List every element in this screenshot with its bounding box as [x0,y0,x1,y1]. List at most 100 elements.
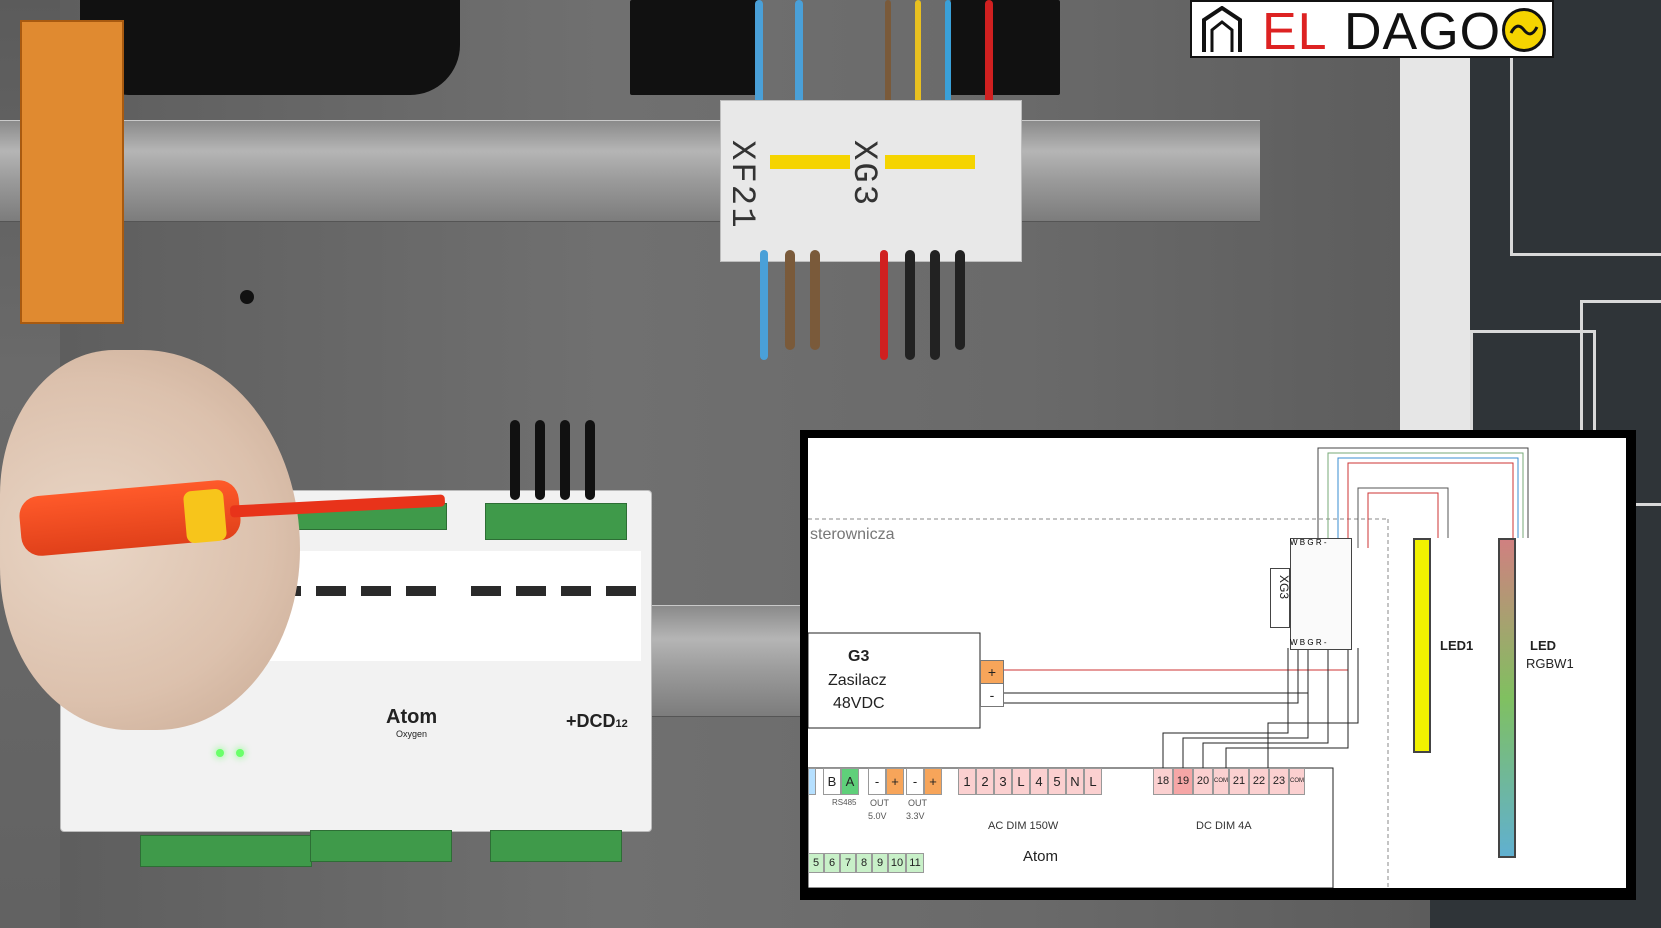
led-rgbw-strip [1498,538,1516,858]
cable-slot [80,0,460,95]
terminal-connector [490,830,622,862]
xg3-bottom-pins: W B G R - [1290,638,1327,647]
wiring-diagram: sterownicza G3 Zasilacz 48VDC + - XG3 W … [800,430,1636,900]
terminal-cell: 21 [1229,768,1249,795]
xg3-label: XG3 [1277,575,1291,600]
terminal-cell: 10 [888,853,906,873]
terminal-connector [140,835,312,867]
xg3-top-pins: W B G R - [1290,538,1327,547]
terminal-cell: 11 [906,853,924,873]
terminal-cell: 4 [1030,768,1048,795]
terminal-label-xg3: XG3 [844,140,882,208]
yellow-bridge [885,155,975,169]
controller-terminals: B A - + - + 1 2 3 L 4 5 N L 18 19 20 COM… [808,768,1626,795]
terminal-label-xf21: XF21 [722,140,760,230]
wire-brown [810,250,820,350]
terminal-connector [485,503,627,540]
vent-slot [316,586,346,596]
mounting-hole [240,290,254,304]
terminal-cell: 7 [840,853,856,873]
atom-label: Atom [1023,848,1059,865]
wire-brown [785,250,795,350]
vent-slot [361,586,391,596]
terminal-cell: N [1066,768,1084,795]
device-name: Atom [386,706,438,728]
eldago-logo: EL DAGO [1190,0,1554,61]
wire-black [560,420,570,500]
zone-label: sterownicza [810,526,895,543]
terminal-cell: L [1084,768,1102,795]
terminal-cell: 22 [1249,768,1269,795]
terminal-cell: + [886,768,904,795]
wire-red [985,0,993,110]
dc-dim-label: DC DIM 4A [1196,820,1252,832]
psu-voltage: 48VDC [833,695,885,712]
out1-label-b: 5.0V [868,811,887,821]
wire-blue [755,0,763,110]
vent-slot [516,586,546,596]
terminal-cell: 8 [856,853,872,873]
xg3-terminal [1290,538,1352,650]
rs485-label: RS485 [832,798,857,807]
terminal-cell: 5 [808,853,824,873]
terminal-cell: - [868,768,886,795]
wire-black [585,420,595,500]
terminal-cell: COM [1213,768,1229,795]
terminal-connector [310,830,452,862]
vent-grille [251,551,641,661]
terminal-cell: - [906,768,924,795]
cable-slot [630,0,760,95]
terminal-block-group [720,100,1022,262]
logo-wave-icon [1502,8,1546,52]
wire-brown [885,0,891,110]
wire-black [510,420,520,500]
wire-blue [795,0,803,110]
terminal-cell: 18 [1153,768,1173,795]
psu-type: Zasilacz [828,672,887,689]
cable-slot [950,0,1060,95]
terminal-cell: L [1012,768,1030,795]
terminal-cell: COM [1289,768,1305,795]
module-name: +DCD12 [566,711,628,731]
terminal-cell [808,768,816,795]
terminal-cell: 2 [976,768,994,795]
yellow-bridge [770,155,850,169]
status-led [216,749,224,757]
led1-label: LED1 [1440,638,1474,653]
ac-dim-label: AC DIM 150W [988,820,1059,832]
device-subname: Oxygen [396,729,428,739]
wire-black [955,250,965,350]
din-rail-top [0,120,1260,222]
relay-block [20,20,124,324]
psu-plus-terminal: + [980,660,1004,684]
screwdriver-grip [182,488,228,544]
logo-text-dago: DAGO [1344,3,1502,61]
wire-black [535,420,545,500]
wire-black [930,250,940,360]
cabinet-door-frame [1400,0,1470,430]
terminal-cell: 23 [1269,768,1289,795]
led-rgbw-label: LED [1530,638,1556,653]
wire-black [905,250,915,360]
terminal-cell: + [924,768,942,795]
terminal-cell: 1 [958,768,976,795]
terminal-cell: 9 [872,853,888,873]
terminal-cell: 6 [824,853,840,873]
wire-blue [760,250,768,360]
led1-strip [1413,538,1431,753]
terminal-cell: 19 [1173,768,1193,795]
status-led [236,749,244,757]
terminal-cell: 20 [1193,768,1213,795]
diagram-lines [808,447,1529,888]
psu-name: G3 [848,648,870,665]
vent-slot [561,586,591,596]
wire-yellow [915,0,921,110]
out2-label-b: 3.3V [906,811,925,821]
out1-label-a: OUT [870,798,889,808]
terminal-cell: 3 [994,768,1012,795]
terminal-cell: A [841,768,859,795]
vent-slot [471,586,501,596]
psu-minus-terminal: - [980,683,1004,707]
wire-red [880,250,888,360]
wire-blue [945,0,951,110]
